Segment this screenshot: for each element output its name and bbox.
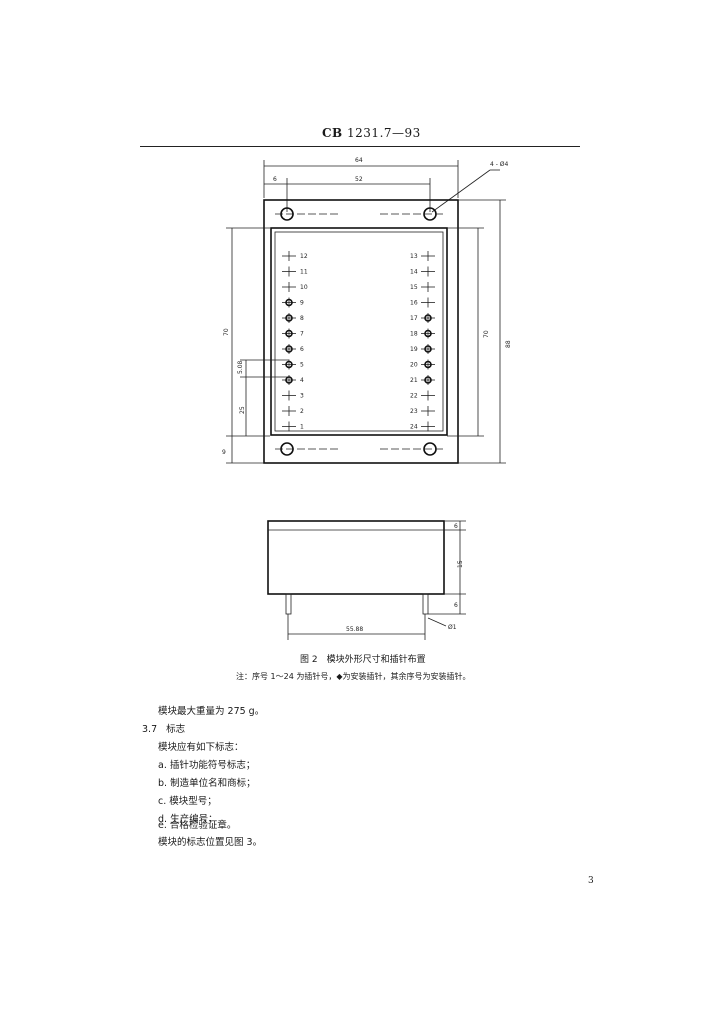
pin-number: 21 bbox=[410, 377, 418, 384]
dim-pin-span: 55.88 bbox=[346, 626, 363, 633]
pin-number: 6 bbox=[300, 346, 304, 353]
dim-side-pin: 6 bbox=[454, 602, 458, 609]
pin-number: 7 bbox=[300, 331, 304, 338]
pin-number: 15 bbox=[410, 284, 418, 291]
standard-code: CB 1231.7—93 bbox=[322, 126, 421, 140]
dim-inner-height-right: 70 bbox=[483, 330, 490, 338]
pin-number: 12 bbox=[300, 253, 308, 260]
marking-reference: 模块的标志位置见图 3。 bbox=[158, 837, 263, 848]
pin-number: 5 bbox=[300, 362, 304, 369]
mounting-pin-mark bbox=[285, 329, 293, 338]
dim-width-total: 64 bbox=[355, 157, 363, 164]
list-item: c. 模块型号； bbox=[158, 796, 217, 807]
pin-number: 22 bbox=[410, 393, 418, 400]
dim-pin-dia: Ø1 bbox=[448, 624, 457, 631]
section-title: 标志 bbox=[166, 724, 186, 735]
dim-bottom-offset: 9 bbox=[222, 449, 226, 456]
mounting-pin-mark bbox=[285, 298, 293, 307]
pins-right: 13 14 15 16 17 18 19 20 21 22 23 24 bbox=[410, 251, 435, 432]
pin-number: 9 bbox=[300, 300, 304, 307]
pin-number: 8 bbox=[300, 315, 304, 322]
page-number: 3 bbox=[588, 876, 594, 886]
dim-left-offset: 6 bbox=[273, 176, 277, 183]
list-item: a. 插针功能符号标志； bbox=[158, 760, 256, 771]
section-heading: 3.7 标志 bbox=[142, 721, 185, 735]
dim-side-top: 6 bbox=[454, 523, 458, 530]
pin-number: 3 bbox=[300, 393, 304, 400]
mounting-pin-mark bbox=[424, 314, 432, 322]
pin-number: 1 bbox=[300, 424, 304, 431]
pin-number: 18 bbox=[410, 331, 418, 338]
section-intro: 模块应有如下标志： bbox=[158, 742, 244, 753]
mounting-pin-mark bbox=[285, 376, 293, 384]
list-item: b. 制造单位名和商标； bbox=[158, 778, 256, 789]
pin-number: 19 bbox=[410, 346, 418, 353]
pin-number: 11 bbox=[300, 269, 308, 276]
pin-number: 23 bbox=[410, 408, 418, 415]
section-number: 3.7 bbox=[142, 724, 158, 735]
pin-number: 4 bbox=[300, 377, 304, 384]
figure-note: 注：序号 1～24 为插针号，◆为安装插针，其余序号为安装插针。 bbox=[236, 672, 471, 681]
dim-inner-height: 70 bbox=[223, 328, 230, 336]
mounting-pin-mark bbox=[424, 329, 432, 338]
pin-number: 10 bbox=[300, 284, 308, 291]
dim-holes: 4 - Ø4 bbox=[490, 161, 509, 168]
mounting-pin-mark bbox=[285, 360, 293, 369]
top-view: 64 6 52 4 - Ø4 70 9 5.08 25 bbox=[222, 157, 512, 464]
pins-left: 12 11 10 9 8 7 6 5 4 3 2 1 bbox=[282, 251, 308, 432]
pin-number: 16 bbox=[410, 300, 418, 307]
dim-outer-height: 88 bbox=[505, 340, 512, 348]
pin-number: 14 bbox=[410, 269, 418, 276]
mounting-pin-mark bbox=[424, 376, 432, 384]
side-view: 6 15 6 55.88 Ø1 bbox=[267, 520, 466, 640]
pin-number: 20 bbox=[410, 362, 418, 369]
weight-text: 模块最大重量为 275 g。 bbox=[158, 706, 265, 717]
pin-number: 24 bbox=[410, 424, 418, 431]
standard-number: 1231.7—93 bbox=[347, 126, 421, 140]
header-rule bbox=[140, 146, 580, 147]
figure-caption: 图 2 模块外形尺寸和插针布置 bbox=[300, 655, 426, 665]
pin-number: 2 bbox=[300, 408, 304, 415]
mounting-pin-mark bbox=[424, 345, 432, 353]
pin-number: 17 bbox=[410, 315, 418, 322]
mounting-pin-mark bbox=[285, 345, 293, 353]
dim-side-height: 15 bbox=[457, 560, 464, 568]
mounting-pin-mark bbox=[285, 314, 293, 322]
mounting-pin-mark bbox=[424, 360, 432, 369]
dim-pitch: 5.08 bbox=[237, 360, 244, 374]
dim-left-low: 25 bbox=[239, 406, 246, 414]
pin-number: 13 bbox=[410, 253, 418, 260]
list-item: e. 合格检验证章。 bbox=[158, 820, 237, 831]
list-item: d. 生产编号； bbox=[158, 814, 218, 825]
standard-prefix: CB bbox=[322, 126, 343, 140]
dim-hole-spacing: 52 bbox=[355, 176, 363, 183]
